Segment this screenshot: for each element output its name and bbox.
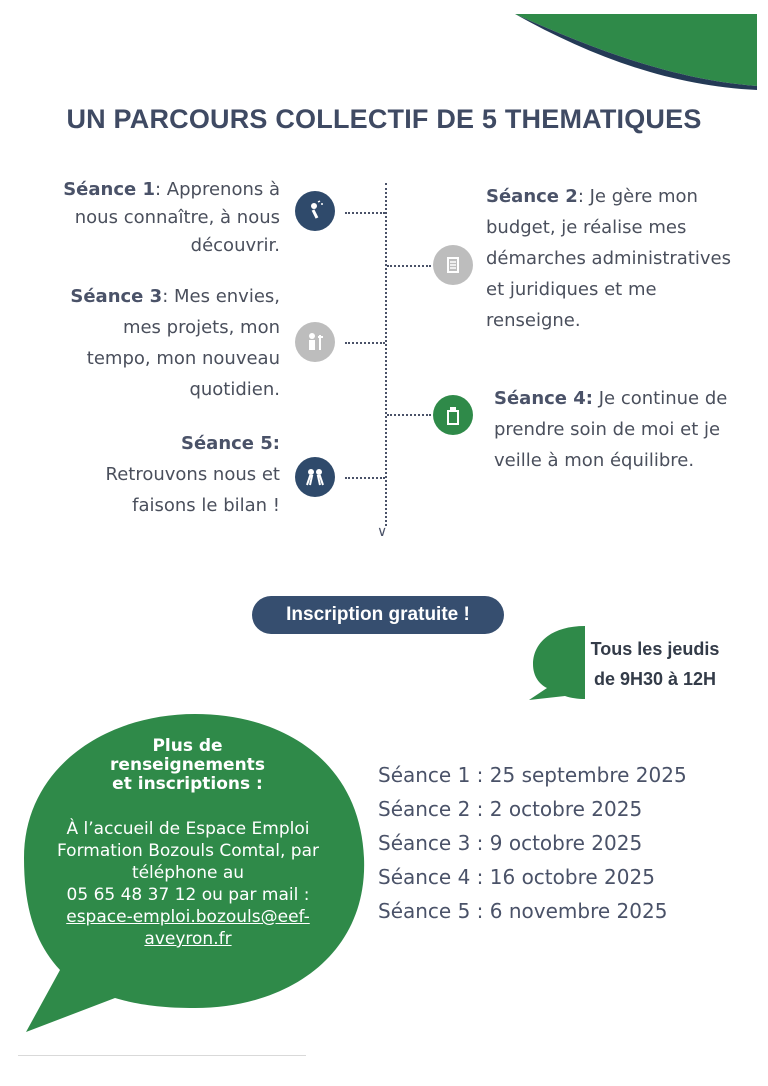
info-heading: Plus de renseignements et inscriptions : xyxy=(110,736,265,794)
connector-5 xyxy=(345,477,385,479)
date-item: Séance 5 : 6 novembre 2025 xyxy=(378,899,668,923)
connector-2 xyxy=(387,265,431,267)
health-jar-icon xyxy=(433,395,473,435)
free-registration-badge: Inscription gratuite ! xyxy=(252,596,504,634)
connector-4 xyxy=(387,414,431,416)
footer-divider xyxy=(18,1055,306,1056)
connector-3 xyxy=(345,342,385,344)
connector-1 xyxy=(345,212,385,214)
person-signpost-icon xyxy=(295,322,335,362)
date-item: Séance 4 : 16 octobre 2025 xyxy=(378,865,655,889)
timeline-arrow-icon: ∨ xyxy=(377,524,388,540)
info-bubble xyxy=(24,714,365,1032)
email-link[interactable]: espace-emploi.bozouls@eef- xyxy=(66,907,310,927)
email-link-cont[interactable]: aveyron.fr xyxy=(144,929,232,949)
session-3-text: Séance 3: Mes envies, mes projets, mon t… xyxy=(70,286,280,400)
schedule-bubble xyxy=(529,626,585,700)
schedule-text: Tous les jeudis de 9H30 à 12H xyxy=(590,639,720,689)
session-1-text: Séance 1: Apprenons à nous connaître, à … xyxy=(63,179,280,256)
session-5-text: Séance 5:Retrouvons nous et faisons le b… xyxy=(105,433,281,516)
date-item: Séance 2 : 2 octobre 2025 xyxy=(378,797,643,821)
session-4-text: Séance 4: Je continue de prendre soin de… xyxy=(494,388,728,471)
documents-icon xyxy=(433,245,473,285)
info-body: À l’accueil de Espace Emploi Formation B… xyxy=(28,818,348,950)
page-title: UN PARCOURS COLLECTIF DE 5 THEMATIQUES xyxy=(66,104,702,134)
group-people-icon xyxy=(295,457,335,497)
session-2-text: Séance 2: Je gère mon budget, je réalise… xyxy=(486,186,731,331)
session-dates-list: Séance 1 : 25 septembre 2025 Séance 2 : … xyxy=(378,758,687,928)
person-lightbulb-icon xyxy=(295,191,335,231)
date-item: Séance 3 : 9 octobre 2025 xyxy=(378,831,643,855)
date-item: Séance 1 : 25 septembre 2025 xyxy=(378,763,687,787)
corner-swoosh-decoration xyxy=(515,14,757,90)
timeline-line xyxy=(385,183,387,526)
